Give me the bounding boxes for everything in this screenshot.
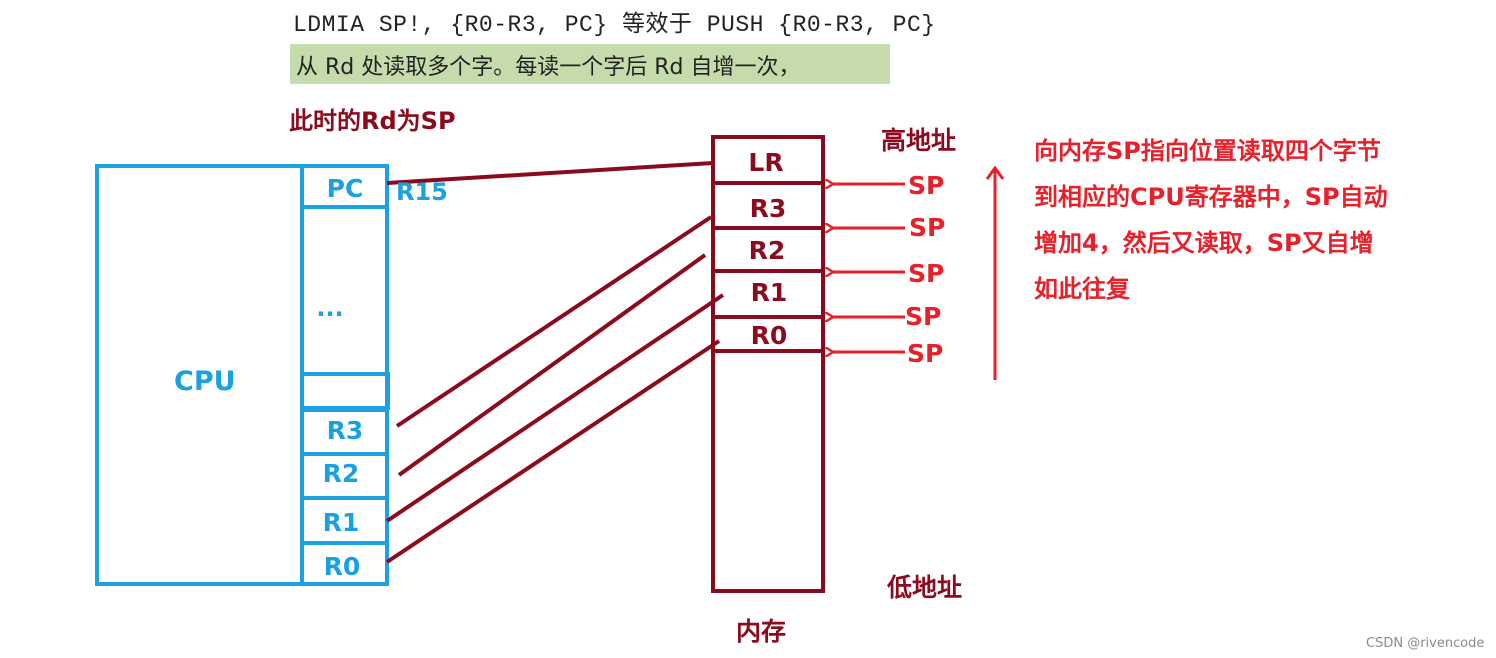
link-r2: [397, 253, 707, 477]
sp-label-5: SP: [907, 339, 944, 368]
link-r0: [385, 339, 721, 564]
memory-cell-lr: LR: [748, 148, 784, 177]
instruction-description: 从 Rd 处读取多个字。每读一个字后 Rd 自增一次，: [296, 55, 801, 80]
register-r0: R0: [323, 552, 361, 581]
register-pc: PC: [326, 174, 364, 203]
sp-label-2: SP: [909, 213, 946, 242]
cpu-label: CPU: [174, 366, 236, 397]
register-r2: R2: [322, 459, 360, 488]
sp-label-4: SP: [905, 302, 942, 331]
link-r1: [385, 293, 725, 523]
link-r3: [395, 215, 713, 428]
low-address-label: 低地址: [887, 573, 963, 602]
sp-label-3: SP: [908, 259, 945, 288]
memory-box: [711, 135, 825, 593]
watermark: CSDN @rivencode: [1366, 636, 1485, 651]
memory-cell-r0: R0: [750, 321, 788, 350]
link-lr-pc: [386, 161, 714, 185]
memory-label: 内存: [736, 617, 787, 646]
rd-is-sp-note: 此时的Rd为SP: [289, 107, 456, 135]
high-address-label: 高地址: [881, 126, 957, 155]
explanation-line-1: 向内存SP指向位置读取四个字节: [1034, 137, 1381, 165]
explanation-line-3: 增加4，然后又读取，SP又自增: [1034, 229, 1374, 257]
reg-slot-empty: [300, 372, 390, 410]
register-r1: R1: [322, 508, 360, 537]
explanation-text: 向内存SP指向位置读取四个字节 到相应的CPU寄存器中，SP自动 增加4，然后又…: [1034, 128, 1388, 312]
sp-label-1: SP: [908, 171, 945, 200]
memory-cell-r3: R3: [749, 194, 787, 223]
register-ellipsis: ...: [316, 294, 344, 322]
register-r15-label: R15: [396, 178, 448, 206]
instruction-code-line: LDMIA SP!, {R0-R3, PC} 等效于 PUSH {R0-R3, …: [293, 12, 936, 38]
description-highlight: [290, 44, 890, 84]
register-r3: R3: [326, 416, 364, 445]
memory-cell-r1: R1: [750, 278, 788, 307]
explanation-line-4: 如此往复: [1034, 275, 1130, 303]
explanation-line-2: 到相应的CPU寄存器中，SP自动: [1034, 183, 1388, 211]
memory-cell-r2: R2: [748, 236, 786, 265]
